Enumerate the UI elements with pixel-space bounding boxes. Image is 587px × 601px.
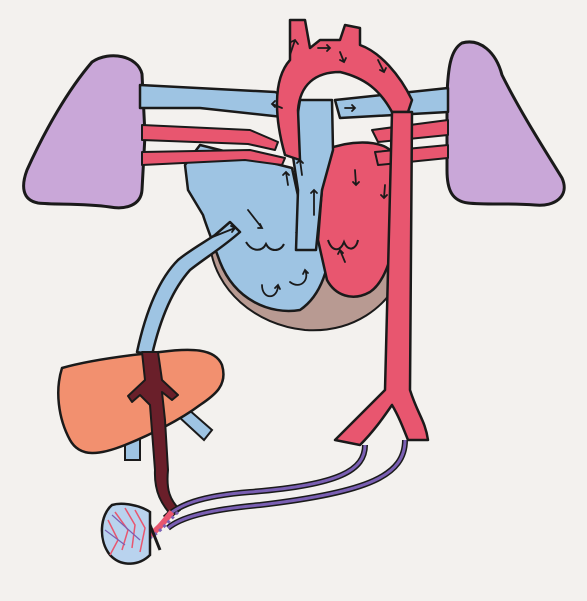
umbilical-arteries [165,440,405,528]
liver [58,350,223,453]
left-lung [24,56,145,208]
placenta [102,504,150,564]
right-lung [447,42,564,205]
umbilical-cord [148,512,178,550]
